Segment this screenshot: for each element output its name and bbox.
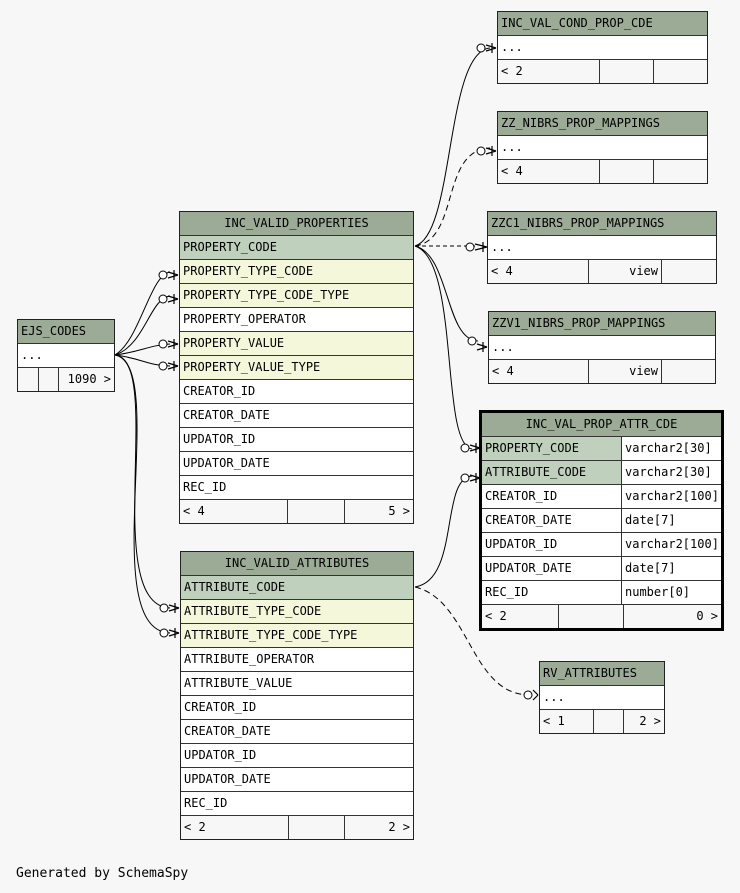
column: REC_ID (183, 480, 227, 494)
edge-attribute-to-prop-attr (414, 475, 473, 588)
generated-by-label: Generated by SchemaSpy (16, 866, 189, 881)
table-zz-nibrs-prop-mappings[interactable]: ZZ_NIBRS_PROP_MAPPINGS ... < 4 (497, 111, 708, 184)
table-rv-attributes[interactable]: RV_ATTRIBUTES ... < 1 2 > (539, 661, 665, 734)
footer-spacer (288, 500, 345, 523)
column: CREATOR_ID (485, 489, 558, 503)
view-label: view (589, 260, 662, 283)
table-title[interactable]: INC_VAL_COND_PROP_CDE (498, 12, 707, 36)
column: UPDATOR_DATE (183, 456, 270, 470)
parents-count[interactable]: < 4 (180, 500, 288, 523)
children-count[interactable]: 5 > (388, 504, 410, 518)
column: UPDATOR_DATE (485, 561, 572, 575)
column: CREATOR_ID (183, 384, 256, 398)
column: UPDATOR_DATE (184, 772, 271, 786)
column: ATTRIBUTE_VALUE (184, 676, 293, 690)
children-count[interactable]: 2 > (639, 714, 661, 728)
ellipsis: ... (501, 140, 523, 154)
table-title[interactable]: INC_VALID_ATTRIBUTES (181, 552, 413, 576)
edge-attribute-to-rv-attributes (414, 586, 531, 696)
column: REC_ID (184, 796, 228, 810)
column-primary-key: PROPERTY_CODE (485, 441, 579, 455)
table-title[interactable]: EJS_CODES (18, 320, 114, 344)
parents-count[interactable]: < 4 (489, 360, 589, 383)
column-foreign-key: PROPERTY_TYPE_CODE_TYPE (183, 288, 350, 302)
footer-spacer (39, 368, 59, 391)
parents-count[interactable]: < 2 (498, 60, 600, 83)
column: ATTRIBUTE_OPERATOR (184, 652, 315, 666)
footer-spacer (600, 160, 654, 183)
edge-property-to-zz-nibrs (414, 147, 491, 247)
ellipsis: ... (543, 690, 565, 704)
column-foreign-key: ATTRIBUTE_TYPE_CODE_TYPE (184, 628, 358, 642)
column-foreign-key: ATTRIBUTE_TYPE_CODE (184, 604, 322, 618)
column: PROPERTY_OPERATOR (183, 312, 306, 326)
footer-spacer (662, 360, 715, 383)
footer-spacer (600, 60, 654, 83)
column-type: date[7] (621, 557, 721, 580)
table-inc-valid-attributes[interactable]: INC_VALID_ATTRIBUTES ATTRIBUTE_CODE ATTR… (180, 551, 414, 840)
column: CREATOR_DATE (485, 513, 572, 527)
column: UPDATOR_ID (183, 432, 256, 446)
column: CREATOR_DATE (183, 408, 270, 422)
table-title[interactable]: INC_VALID_PROPERTIES (180, 212, 413, 236)
parents-count (18, 368, 39, 391)
footer-spacer (289, 816, 345, 839)
ellipsis: ... (501, 40, 523, 54)
table-inc-valid-properties[interactable]: INC_VALID_PROPERTIES PROPERTY_CODE PROPE… (179, 211, 414, 524)
table-title[interactable]: INC_VAL_PROP_ATTR_CDE (482, 413, 721, 437)
edge-ejs-to-attribute-type-code (114, 354, 171, 609)
column-primary-key: ATTRIBUTE_CODE (485, 465, 587, 479)
footer-spacer (559, 605, 624, 628)
table-title[interactable]: ZZ_NIBRS_PROP_MAPPINGS (498, 112, 707, 136)
ellipsis: ... (492, 340, 514, 354)
table-title[interactable]: RV_ATTRIBUTES (540, 662, 664, 686)
parents-count[interactable]: < 2 (181, 816, 289, 839)
edge-ejs-to-attribute-type-code-type (114, 354, 171, 634)
footer-spacer (594, 710, 624, 733)
column-type: varchar2[100] (621, 533, 721, 556)
column-foreign-key: PROPERTY_VALUE (183, 336, 285, 350)
column: REC_ID (485, 585, 529, 599)
table-title[interactable]: ZZV1_NIBRS_PROP_MAPPINGS (489, 312, 715, 336)
edge-property-to-prop-attr (414, 245, 473, 450)
column-primary-key: ATTRIBUTE_CODE (184, 580, 286, 594)
table-zzv1-nibrs-prop-mappings[interactable]: ZZV1_NIBRS_PROP_MAPPINGS ... < 4 view (488, 311, 716, 384)
column-type: date[7] (621, 509, 721, 532)
ellipsis: ... (21, 348, 43, 362)
column-type: number[0] (621, 581, 721, 604)
column-foreign-key: PROPERTY_TYPE_CODE (183, 264, 314, 278)
edge-property-to-inc-val-cond (414, 47, 491, 247)
column: CREATOR_DATE (184, 724, 271, 738)
column: UPDATOR_ID (485, 537, 558, 551)
table-ejs-codes[interactable]: EJS_CODES ... 1090 > (17, 319, 115, 392)
column-foreign-key: PROPERTY_VALUE_TYPE (183, 360, 321, 374)
column-type: varchar2[30] (621, 461, 721, 484)
children-count[interactable]: 2 > (388, 820, 410, 834)
footer-spacer (654, 160, 707, 183)
parents-count[interactable]: < 4 (488, 260, 589, 283)
column-type: varchar2[30] (621, 437, 721, 460)
column: UPDATOR_ID (184, 748, 257, 762)
column-primary-key: PROPERTY_CODE (183, 240, 277, 254)
parents-count[interactable]: < 4 (498, 160, 600, 183)
footer-spacer (654, 60, 707, 83)
edge-property-to-zzv1-nibrs (414, 245, 479, 342)
parents-count[interactable]: < 1 (540, 710, 594, 733)
parents-count[interactable]: < 2 (482, 605, 559, 628)
table-zzc1-nibrs-prop-mappings[interactable]: ZZC1_NIBRS_PROP_MAPPINGS ... < 4 view (487, 211, 717, 284)
children-count[interactable]: 1090 > (67, 372, 111, 386)
table-title[interactable]: ZZC1_NIBRS_PROP_MAPPINGS (488, 212, 716, 236)
column-type: varchar2[100] (621, 485, 721, 508)
view-label: view (589, 360, 662, 383)
footer-spacer (662, 260, 716, 283)
ellipsis: ... (491, 240, 513, 254)
column: CREATOR_ID (184, 700, 257, 714)
children-count[interactable]: 0 > (696, 609, 718, 623)
table-inc-val-cond-prop-cde[interactable]: INC_VAL_COND_PROP_CDE ... < 2 (497, 11, 708, 84)
